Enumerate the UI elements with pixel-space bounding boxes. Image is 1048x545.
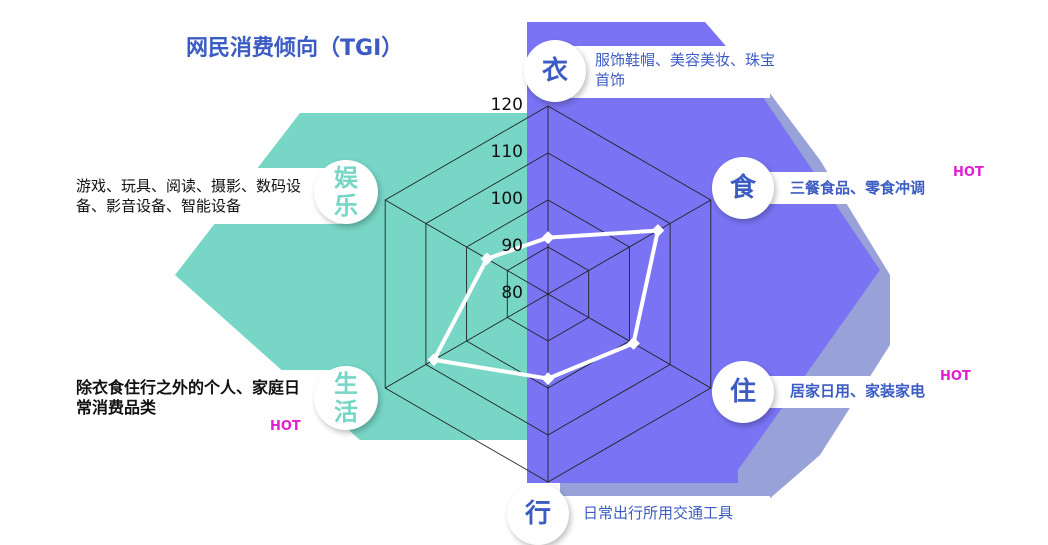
- purple-background: [527, 22, 880, 483]
- category-circle-life: 生活: [314, 366, 378, 430]
- category-circle-food: 食: [712, 157, 774, 219]
- hot-badge-housing: HOT: [940, 369, 971, 384]
- axis-line: [384, 293, 549, 389]
- category-desc-travel: 日常出行所用交通工具: [583, 504, 734, 522]
- data-point: [427, 353, 441, 367]
- category-circle-travel: 行: [507, 483, 569, 545]
- tick-label: 90: [501, 236, 523, 256]
- category-desc-housing: 居家日用、家装家电: [790, 382, 926, 400]
- category-label-entertainment: 娱乐: [334, 164, 358, 220]
- tick-label: 80: [501, 283, 523, 303]
- axis-line: [547, 293, 712, 389]
- category-desc-food: 三餐食品、零食冲调: [790, 179, 926, 197]
- tick-label: 100: [490, 189, 523, 209]
- category-desc-clothing: 服饰鞋帽、美容美妆、珠宝首饰: [595, 51, 776, 89]
- category-desc-life: 除衣食住行之外的个人、家庭日常消费品类: [76, 378, 301, 417]
- page-title: 网民消费倾向（TGI）: [186, 36, 404, 61]
- category-desc-entertainment: 游戏、玩具、阅读、摄影、数码设备、影音设备、智能设备: [76, 177, 302, 215]
- tick-label: 110: [490, 142, 523, 162]
- axis-line: [547, 199, 712, 295]
- category-circle-entertainment: 娱乐: [314, 160, 378, 224]
- category-circle-housing: 住: [712, 361, 774, 423]
- radar-grid: [384, 105, 712, 483]
- hot-badge-life: HOT: [270, 419, 301, 434]
- tick-label: 120: [490, 95, 523, 115]
- category-circle-clothing: 衣: [524, 40, 586, 102]
- category-label-life: 生活: [334, 370, 358, 426]
- axis-line: [384, 199, 549, 295]
- hot-badge-food: HOT: [953, 165, 984, 180]
- data-point: [480, 252, 494, 266]
